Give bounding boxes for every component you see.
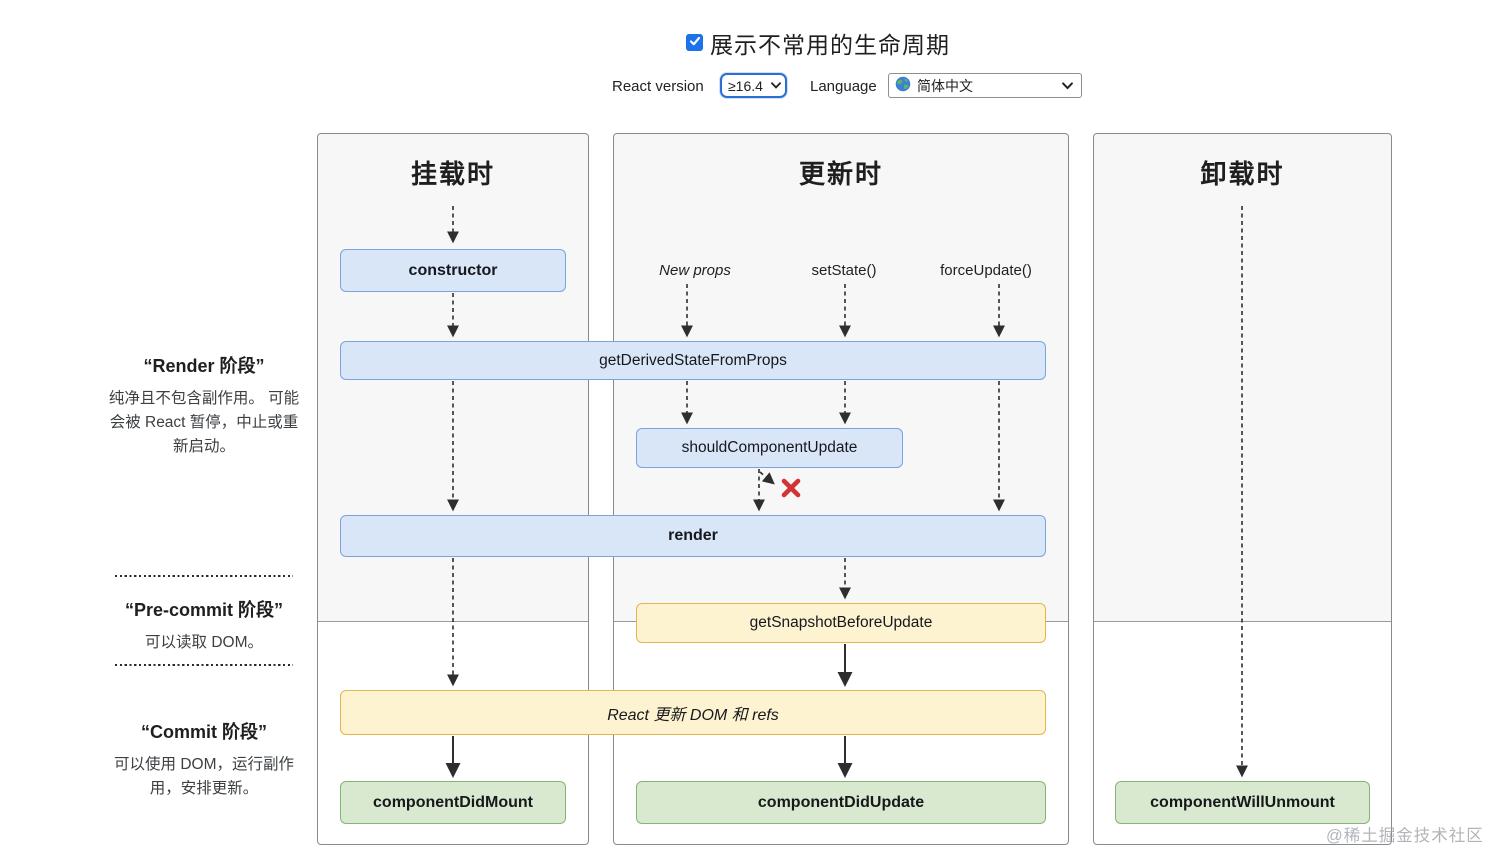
- phase-separator: [115, 575, 293, 577]
- node-componentdidmount[interactable]: componentDidMount: [340, 781, 566, 824]
- node-shouldcomponentupdate[interactable]: shouldComponentUpdate: [636, 428, 903, 468]
- page-title: 展示不常用的生命周期: [710, 32, 950, 58]
- phase-precommit: “Pre-commit 阶段” 可以读取 DOM。: [106, 596, 302, 655]
- react-version-value: ≥16.4: [728, 77, 763, 94]
- node-getderivedstatefromprops[interactable]: getDerivedStateFromProps: [340, 341, 1046, 380]
- phase-commit-description: 可以使用 DOM，运行副作用，安排更新。: [114, 756, 294, 797]
- show-uncommon-lifecycles-checkbox[interactable]: [686, 34, 703, 51]
- phase-render: “Render 阶段” 纯净且不包含副作用。 可能会被 React 暂停，中止或…: [106, 352, 302, 459]
- skip-render-x-icon: [780, 477, 802, 499]
- react-version-label: React version: [612, 78, 704, 95]
- node-getsnapshotbeforeupdate[interactable]: getSnapshotBeforeUpdate: [636, 603, 1046, 643]
- column-updating-title: 更新时: [798, 159, 883, 189]
- node-constructor[interactable]: constructor: [340, 249, 566, 292]
- phase-precommit-title: “Pre-commit 阶段”: [124, 600, 284, 620]
- globe-icon: [895, 76, 911, 95]
- phase-render-title: “Render 阶段”: [143, 356, 265, 376]
- phase-separator: [115, 664, 293, 666]
- phase-render-description: 纯净且不包含副作用。 可能会被 React 暂停，中止或重新启动。: [108, 390, 300, 455]
- node-render[interactable]: render: [340, 515, 1046, 557]
- trigger-forceupdate: forceUpdate(): [940, 262, 1032, 279]
- language-select[interactable]: 简体中文: [888, 73, 1082, 98]
- trigger-setstate: setState(): [811, 262, 877, 279]
- language-value: 简体中文: [917, 77, 973, 94]
- phase-commit: “Commit 阶段” 可以使用 DOM，运行副作用，安排更新。: [106, 718, 302, 801]
- check-icon: [689, 34, 701, 52]
- column-mounting-title: 挂载时: [410, 159, 495, 189]
- node-react-updates-dom-refs: React 更新 DOM 和 refs: [340, 690, 1046, 735]
- language-label: Language: [810, 78, 877, 95]
- phase-precommit-description: 可以读取 DOM。: [145, 634, 263, 651]
- react-version-select[interactable]: ≥16.4: [720, 73, 787, 98]
- node-componentwillunmount[interactable]: componentWillUnmount: [1115, 781, 1370, 824]
- node-componentdidupdate[interactable]: componentDidUpdate: [636, 781, 1046, 824]
- trigger-new-props: New props: [659, 262, 731, 279]
- chevron-down-icon: [771, 82, 781, 89]
- watermark: @稀土掘金技术社区: [1326, 827, 1484, 845]
- column-unmounting-title: 卸载时: [1200, 159, 1285, 189]
- chevron-down-icon: [1062, 81, 1073, 90]
- phase-commit-title: “Commit 阶段”: [141, 722, 267, 742]
